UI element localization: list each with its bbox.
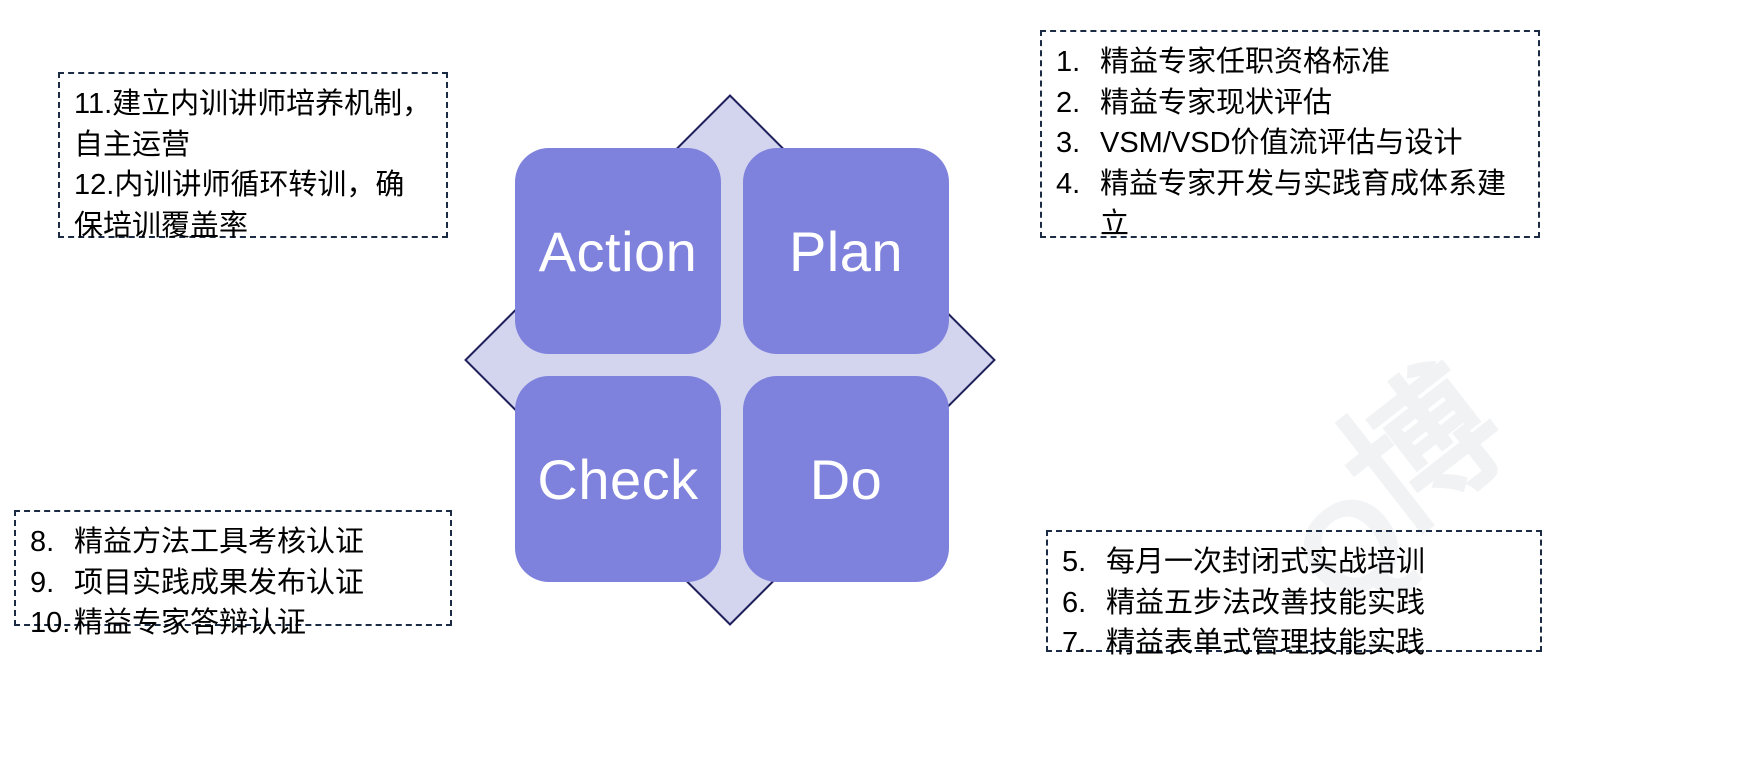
callout-top-left-line: 12.内训讲师循环转训，确 bbox=[74, 169, 405, 202]
list-item: 1. 精益专家任职资格标准 bbox=[1056, 42, 1524, 83]
list-item: 4. 精益专家开发与实践育成体系建立 bbox=[1056, 164, 1524, 245]
pdca-quadrant-plan-label: Plan bbox=[788, 219, 904, 283]
list-item-number: 8. bbox=[30, 526, 55, 558]
list-item-number: 9. bbox=[30, 566, 55, 599]
list-item-number: 7. bbox=[1062, 627, 1087, 660]
callout-top-left-line: 保培训覆盖率 bbox=[74, 209, 249, 242]
list-item: 10. 精益专家答辩认证 bbox=[30, 603, 436, 644]
callout-top-left: 11.建立内训讲师培养机制， 自主运营 12.内训讲师循环转训，确 保培训覆盖率 bbox=[58, 72, 448, 242]
callout-bottom-left: 8. 精益方法工具考核认证 9. 项目实践成果发布认证 10. 精益专家答辩认证 bbox=[14, 510, 452, 639]
callout-top-left-line: 11.建立内训讲师培养机制， bbox=[74, 88, 432, 120]
list-item-text: 精益五步法改善技能实践 bbox=[1106, 586, 1426, 619]
list-item: 3. VSM/VSD价值流评估与设计 bbox=[1056, 123, 1524, 164]
list-item-text: 精益专家任职资格标准 bbox=[1100, 46, 1391, 78]
callout-top-left-line: 自主运营 bbox=[74, 128, 191, 161]
list-item-text: 精益专家开发与实践育成体系建立 bbox=[1100, 167, 1507, 241]
list-item-text: 项目实践成果发布认证 bbox=[74, 566, 365, 599]
list-item: 9. 项目实践成果发布认证 bbox=[30, 563, 436, 604]
list-item: 5. 每月一次封闭式实战培训 bbox=[1062, 542, 1526, 583]
pdca-diagram: Action Plan Check Do bbox=[455, 85, 1005, 635]
list-item-number: 2. bbox=[1056, 86, 1081, 119]
list-item-text: 精益方法工具考核认证 bbox=[74, 526, 365, 558]
callout-bottom-right: 5. 每月一次封闭式实战培训 6. 精益五步法改善技能实践 7. 精益表单式管理… bbox=[1046, 530, 1542, 659]
list-item: 2. 精益专家现状评估 bbox=[1056, 83, 1524, 124]
list-item: 8. 精益方法工具考核认证 bbox=[30, 522, 436, 563]
list-item-text: 精益专家现状评估 bbox=[1100, 86, 1333, 119]
pdca-quadrant-action[interactable]: Action bbox=[515, 148, 721, 354]
pdca-quadrant-check-label: Check bbox=[537, 447, 699, 511]
list-item-number: 6. bbox=[1062, 586, 1087, 619]
list-item-number: 4. bbox=[1056, 167, 1081, 200]
pdca-quadrant-do[interactable]: Do bbox=[743, 376, 949, 582]
list-item-text: 每月一次封闭式实战培训 bbox=[1106, 546, 1426, 578]
callout-top-right: 1. 精益专家任职资格标准 2. 精益专家现状评估 3. VSM/VSD价值流评… bbox=[1040, 30, 1540, 240]
list-item-number: 10. bbox=[30, 607, 71, 640]
pdca-quadrant-action-label: Action bbox=[538, 219, 698, 283]
list-item: 6. 精益五步法改善技能实践 bbox=[1062, 583, 1526, 624]
pdca-quadrant-grid: Action Plan Check Do bbox=[515, 148, 955, 588]
list-item: 7. 精益表单式管理技能实践 bbox=[1062, 623, 1526, 664]
list-item-text: VSM/VSD价值流评估与设计 bbox=[1100, 127, 1463, 160]
pdca-quadrant-do-label: Do bbox=[809, 447, 883, 511]
list-item-number: 5. bbox=[1062, 546, 1087, 578]
list-item-text: 精益表单式管理技能实践 bbox=[1106, 627, 1426, 660]
pdca-quadrant-plan[interactable]: Plan bbox=[743, 148, 949, 354]
list-item-number: 1. bbox=[1056, 46, 1081, 78]
list-item-text: 精益专家答辩认证 bbox=[74, 607, 307, 640]
pdca-quadrant-check[interactable]: Check bbox=[515, 376, 721, 582]
list-item-number: 3. bbox=[1056, 127, 1081, 160]
